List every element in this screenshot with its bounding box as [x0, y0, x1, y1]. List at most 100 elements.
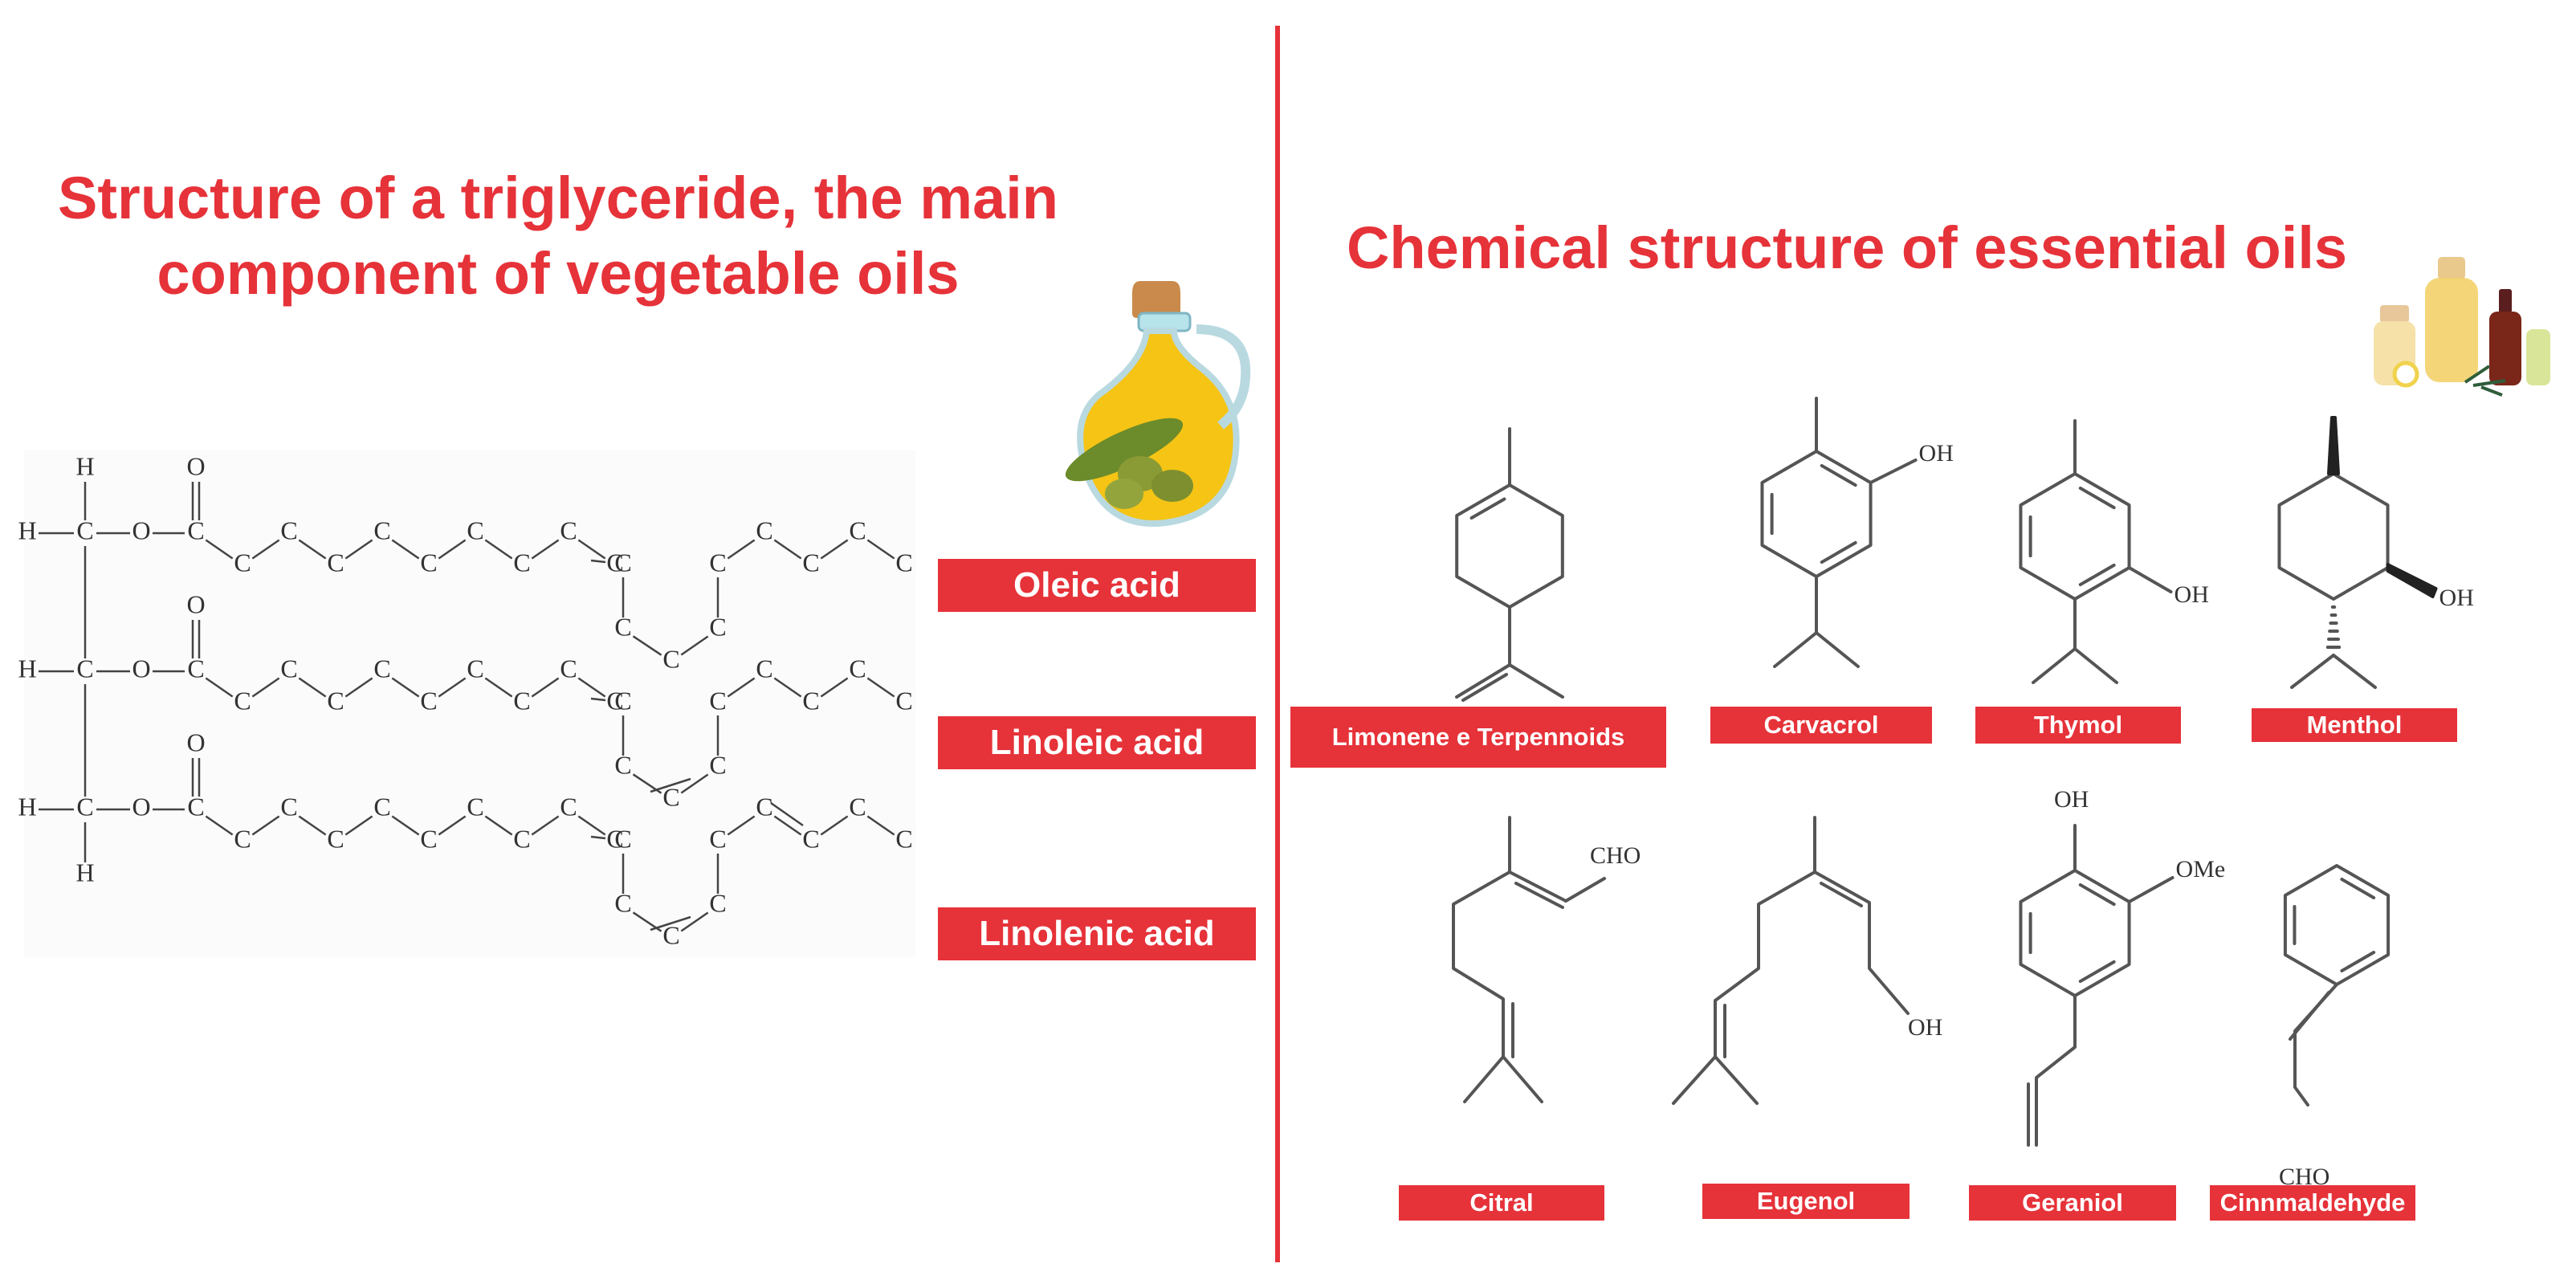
carbon-atom: C [513, 686, 530, 715]
carbon-atom: C [662, 782, 679, 811]
hydroxyl-label: OH [2175, 581, 2209, 608]
compound-label-cinnamaldehyde: Cinnmaldehyde [2210, 1185, 2415, 1221]
bond [680, 911, 709, 932]
carbon-atom: C [709, 824, 726, 853]
hydrogen-atom: H [75, 451, 94, 480]
carbon-atom: C [756, 654, 772, 683]
carbon-atom: C [614, 686, 631, 715]
oxygen-atom: O [186, 589, 205, 618]
isopropyl-bond [2032, 597, 2077, 684]
bond [866, 677, 895, 698]
hydroxyl-bond [1869, 459, 1918, 484]
carbon-atom: C [373, 516, 390, 544]
bond [820, 539, 849, 560]
isopropenyl-bond [1455, 605, 1511, 699]
bond [251, 815, 280, 836]
aromatic-double-bond [2078, 960, 2116, 984]
bond [531, 677, 560, 698]
hydroxyl-label: OH [2439, 585, 2474, 611]
carbon-atom: C [614, 888, 631, 917]
bond [773, 815, 802, 836]
bond [866, 539, 895, 560]
aldehyde-label: CHO [1590, 842, 1641, 869]
carbon-atom: C [467, 654, 483, 683]
carbon-atom: C [560, 654, 577, 683]
hydrogen-atom: H [18, 654, 36, 683]
double-bond [590, 697, 606, 702]
bond [391, 539, 420, 560]
carbon-atom: C [802, 686, 819, 715]
hydroxyl-bond [2127, 566, 2173, 593]
geraniol-ring [2019, 869, 2131, 997]
citral-chain [1564, 877, 1606, 903]
bond [205, 815, 234, 836]
hydrogen-atom: H [18, 516, 36, 544]
bond [391, 815, 420, 836]
carbon-atom: C [895, 686, 912, 715]
compound-label-citral: Citral [1399, 1185, 1604, 1221]
carbon-atom: C [614, 750, 631, 779]
carbon-atom: C [327, 548, 344, 577]
bond [531, 539, 560, 560]
carbon-atom: C [467, 792, 483, 821]
oxygen-atom: O [186, 728, 205, 756]
hydroxyl-wedge [2386, 563, 2438, 598]
carbon-atom: C [280, 792, 297, 821]
methoxy-label: OMe [2176, 856, 2226, 882]
hydroxyl-label: OH [1919, 440, 1954, 467]
isopropyl-bond [2332, 654, 2377, 689]
double-bond [1514, 882, 1564, 909]
bond [727, 677, 756, 698]
carbon-atom: C [76, 792, 93, 821]
carbon-atom: C [327, 824, 344, 853]
bond [820, 677, 849, 698]
hydroxyl-label: OH [1908, 1014, 1942, 1041]
carbon-atom: C [280, 654, 297, 683]
bond [298, 539, 327, 560]
triglyceride-structure [39, 482, 895, 932]
carbon-atom: C [420, 548, 437, 577]
carvacrol-ring [1760, 450, 1873, 578]
limonene-ring [1455, 483, 1564, 609]
eugenol-chain [1672, 816, 1816, 1105]
acid-label-oleic: Oleic acid [938, 559, 1256, 612]
carbon-atom: C [614, 548, 631, 577]
double-bond [650, 915, 691, 931]
double-bond [650, 777, 691, 793]
carbon-atom: C [606, 548, 623, 577]
carbon-atom: C [187, 516, 204, 544]
carbon-atom: C [895, 824, 912, 853]
double-bond [770, 801, 804, 827]
carbon-atom: C [756, 792, 772, 821]
acid-label-linolenic: Linolenic acid [938, 907, 1256, 960]
bond [298, 815, 327, 836]
bond [484, 677, 513, 698]
oxygen-atom: O [186, 451, 205, 480]
right-panel-title: Chemical structure of essential oils [1346, 214, 2348, 281]
carbon-atom: C [849, 654, 866, 683]
double-bond [1461, 673, 1508, 702]
carbon-atom: C [420, 686, 437, 715]
oxygen-atom: O [132, 516, 150, 544]
methyl-wedge [2327, 416, 2340, 475]
bond [773, 677, 802, 698]
bond [391, 677, 420, 698]
compound-label-carvacrol: Carvacrol [1710, 707, 1932, 744]
menthol-ring [2277, 472, 2390, 601]
bond [577, 677, 606, 698]
bond [866, 815, 895, 836]
bond [438, 815, 467, 836]
carbon-atom: C [234, 548, 251, 577]
carbon-atom: C [662, 644, 679, 673]
carbon-atom: C [513, 548, 530, 577]
allyl-bond [2035, 994, 2077, 1147]
carbon-atom: C [849, 792, 866, 821]
carbon-atom: C [187, 792, 204, 821]
thymol-ring [2019, 472, 2131, 601]
triglyceride-background [24, 450, 915, 957]
carbon-atom: C [606, 824, 623, 853]
eugenol-chain [1714, 1055, 1759, 1105]
bond [680, 635, 709, 656]
carbon-atom: C [327, 686, 344, 715]
